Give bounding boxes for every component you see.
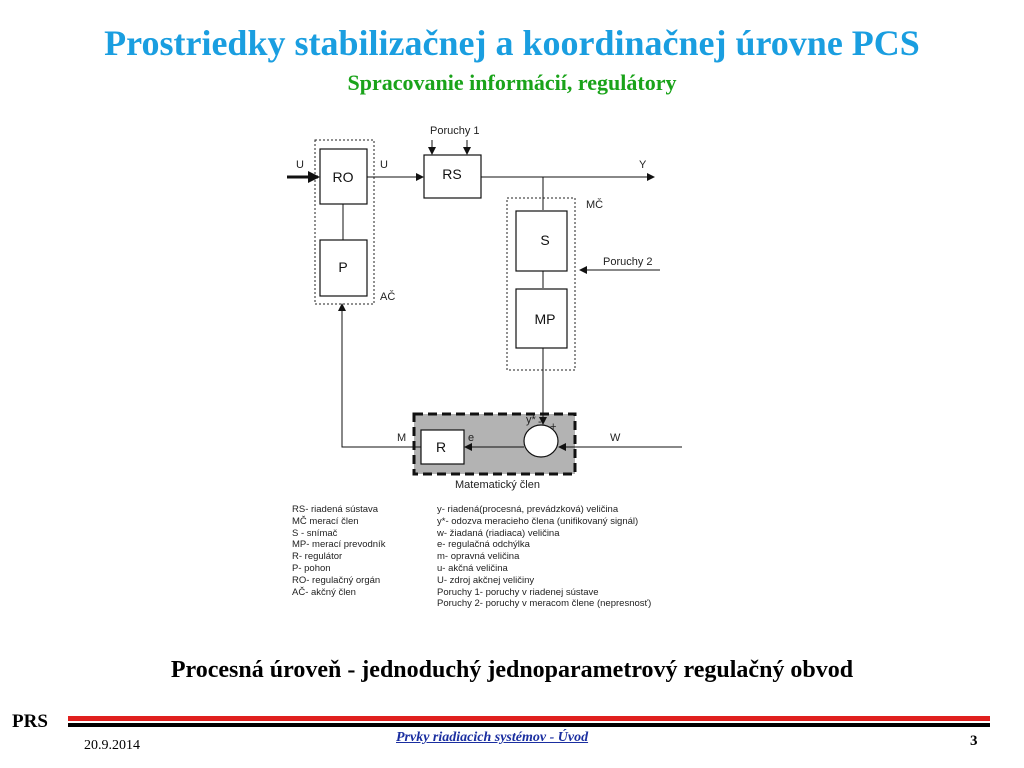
label-u-small: U: [380, 159, 388, 171]
legend-right-item: w- žiadaná (riadiaca) veličina: [437, 527, 560, 539]
legend-right: y- riadená(procesná, prevádzková) veliči…: [437, 504, 651, 610]
legend-right-item: Poruchy 2- poruchy v meracom člene (nepr…: [437, 598, 652, 610]
legend-left-item: MČ merací člen: [292, 515, 359, 527]
block-p: [319, 239, 368, 297]
control-loop-diagram: RO RS P S MP R Poruchy 1 U U Y MČ Poruch…: [287, 125, 682, 491]
legend-right-item: m- opravná veličina: [437, 551, 520, 563]
slide-title: Prostriedky stabilizačnej a koordinačnej…: [104, 23, 920, 63]
label-y: Y: [639, 159, 647, 171]
measuring-frame: [506, 197, 576, 371]
slide-subtitle: Spracovanie informácií, regulátory: [347, 70, 677, 95]
footer-course-link[interactable]: Prvky riadiacich systémov - Úvod: [396, 730, 589, 745]
block-mp-label: MP: [535, 311, 556, 327]
footer-page-number: 3: [970, 733, 978, 749]
block-ro-label: RO: [333, 169, 354, 185]
block-r-label: R: [436, 439, 446, 455]
block-s-label: S: [540, 232, 549, 248]
label-poruchy2: Poruchy 2: [603, 256, 653, 268]
block-mp: [515, 288, 568, 349]
legend-left-item: RS- riadená sústava: [292, 504, 379, 515]
legend-right-item: e- regulačná odchýlka: [437, 539, 530, 551]
legend-left-item: AČ- akčný člen: [292, 586, 356, 598]
legend-left-item: P- pohon: [292, 562, 331, 574]
legend-left-item: MP- merací prevodník: [292, 539, 386, 551]
label-e: e: [468, 432, 474, 444]
label-mc: MČ: [586, 198, 603, 211]
label-w: W: [610, 432, 621, 444]
label-u-in: U: [296, 159, 304, 171]
label-poruchy1: Poruchy 1: [430, 125, 480, 137]
block-rs-label: RS: [442, 166, 461, 182]
block-ro: [319, 148, 368, 205]
legend-right-item: y*- odozva meracieho člena (unifikovaný …: [437, 515, 639, 527]
legend-right-item: Poruchy 1- poruchy v riadenej sústave: [437, 586, 599, 598]
legend-right-item: U- zdroj akčnej veličiny: [437, 574, 535, 586]
label-minus: -: [538, 416, 542, 428]
legend-right-item: u- akčná veličina: [437, 562, 508, 574]
legend-left-item: R- regulátor: [292, 551, 343, 563]
legend-left-item: RO- regulačný orgán: [292, 574, 381, 586]
footer-brand: PRS: [12, 711, 48, 732]
block-p-label: P: [338, 259, 347, 275]
legend-left: RS- riadená sústava MČ merací člen S - s…: [292, 504, 385, 598]
label-ac: AČ: [380, 290, 395, 303]
label-plus: +: [550, 421, 556, 433]
footer-divider-black: [68, 723, 990, 727]
legend-right-item: y- riadená(procesná, prevádzková) veliči…: [437, 504, 619, 515]
label-ystar: y*: [526, 414, 537, 426]
legend-left-item: S - snímač: [292, 527, 338, 539]
footer-divider-red: [68, 716, 990, 721]
footer-date: 20.9.2014: [84, 738, 140, 753]
m-feedback-line: [338, 303, 421, 448]
summing-junction: [523, 424, 559, 458]
label-m: M: [397, 432, 406, 444]
block-rs: [423, 154, 482, 199]
block-s: [515, 210, 568, 272]
slide-caption: Procesná úroveň - jednoduchý jednoparame…: [170, 657, 854, 683]
label-matematicky: Matematický člen: [455, 479, 540, 491]
